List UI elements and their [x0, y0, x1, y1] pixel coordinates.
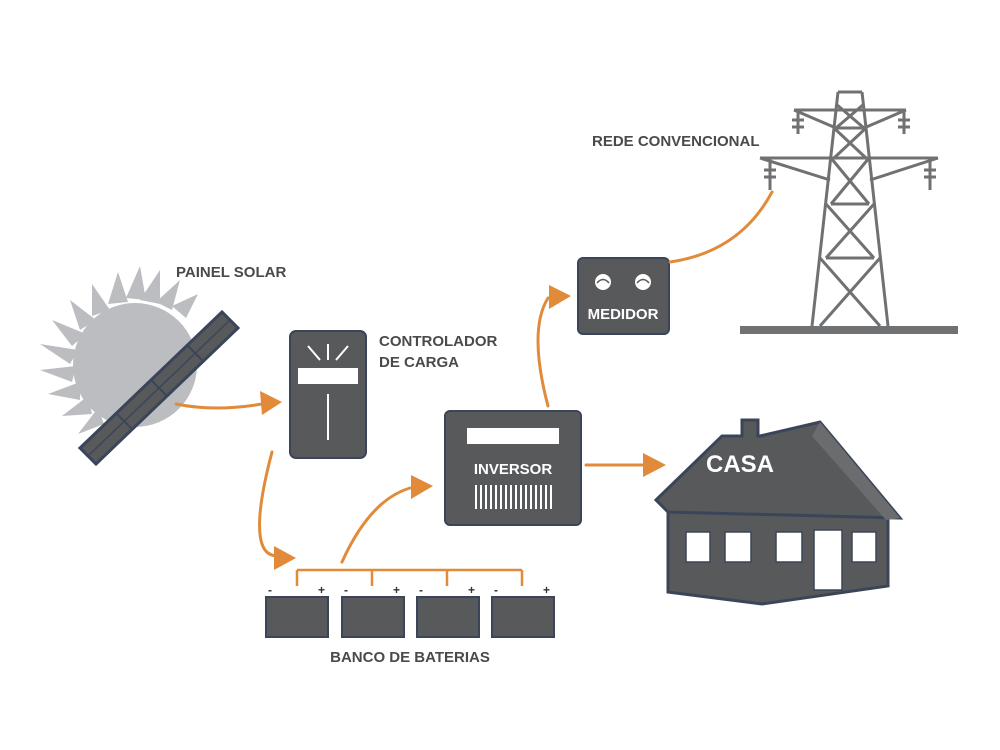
solar-panel-label: PAINEL SOLAR [176, 264, 286, 281]
charge-controller-label-line1: CONTROLADOR [379, 333, 497, 350]
battery-1-positive: + [318, 583, 325, 597]
inverter-icon [444, 410, 582, 526]
inverter-vent-bars [475, 485, 552, 509]
solar-panel-icon [77, 309, 241, 467]
meter-icon [577, 257, 670, 335]
battery-wiring [295, 568, 524, 586]
flow-arrows [174, 190, 774, 570]
battery-4-negative: - [494, 583, 498, 597]
house-icon [653, 418, 904, 606]
house-label: CASA [706, 451, 774, 478]
transmission-tower-icon [740, 90, 958, 334]
charge-controller-icon [289, 330, 367, 459]
battery-3 [416, 596, 480, 638]
inverter-label: INVERSOR [474, 461, 553, 478]
battery-1 [265, 596, 329, 638]
battery-4-positive: + [543, 583, 550, 597]
battery-2 [341, 596, 405, 638]
battery-bank-label: BANCO DE BATERIAS [330, 649, 490, 666]
grid-label: REDE CONVENCIONAL [592, 133, 760, 150]
charge-controller-label-line2: DE CARGA [379, 354, 459, 371]
meter-label: MEDIDOR [588, 306, 659, 323]
battery-3-positive: + [468, 583, 475, 597]
battery-4 [491, 596, 555, 638]
battery-1-negative: - [268, 583, 272, 597]
battery-3-negative: - [419, 583, 423, 597]
battery-bank: - + - + - + - + [265, 568, 555, 638]
battery-2-positive: + [393, 583, 400, 597]
battery-2-negative: - [344, 583, 348, 597]
